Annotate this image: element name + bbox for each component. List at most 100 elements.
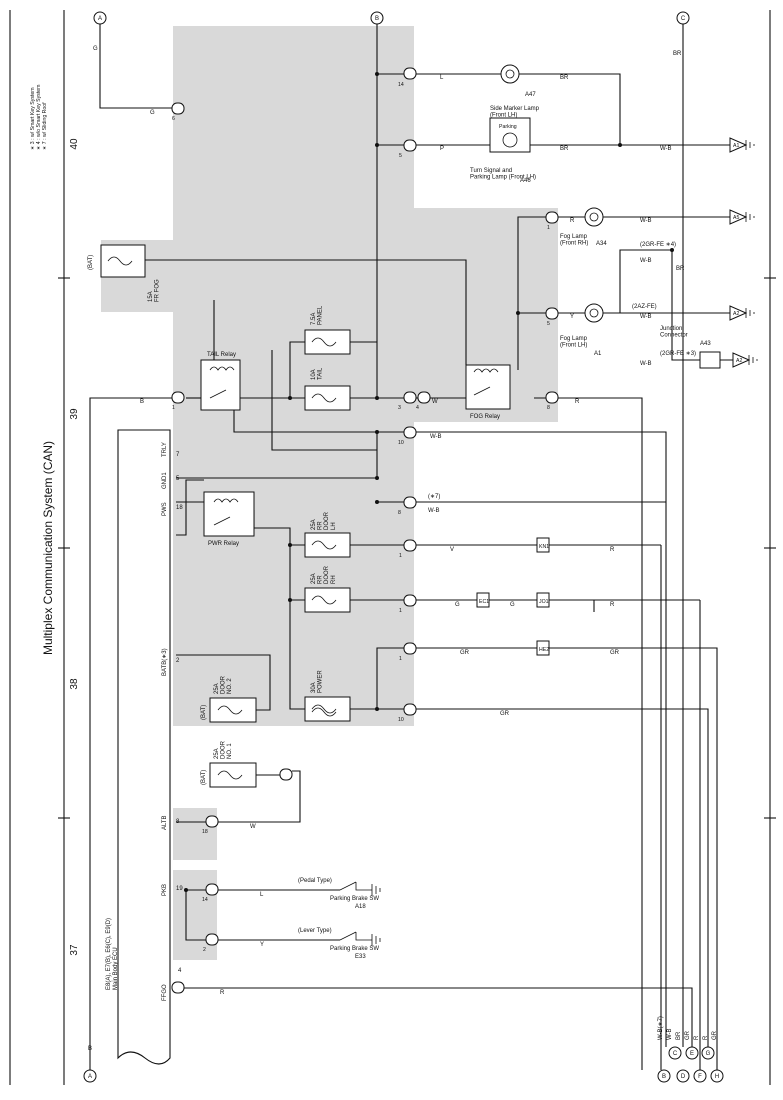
off-page-a-top: A <box>93 11 107 25</box>
svg-text:G: G <box>510 602 515 608</box>
svg-text:W: W <box>432 399 438 405</box>
svg-text:8: 8 <box>398 510 401 516</box>
jb-connector-pins: 14 5 6 1 5 8 3 4 1 10 8 1 1 1 10 18 14 2 <box>171 67 559 994</box>
svg-text:JO1: JO1 <box>539 599 549 605</box>
svg-text:L: L <box>260 892 264 898</box>
pin-connector: 8 <box>398 496 417 516</box>
svg-text:10: 10 <box>398 440 404 446</box>
ecu-pin-trly-num: 7 <box>176 452 180 458</box>
ground-a1: A1 <box>729 137 755 153</box>
svg-text:BR: BR <box>673 51 682 57</box>
svg-text:14: 14 <box>398 82 404 88</box>
svg-text:(Pedal Type): (Pedal Type) <box>298 878 332 884</box>
svg-text:R: R <box>610 602 615 608</box>
ecu-pin-ffgo-num: 4 <box>178 968 182 974</box>
svg-text:E33: E33 <box>355 954 366 960</box>
pin-connector: 10 <box>398 703 417 723</box>
connector-ec1: EC1 <box>476 592 490 608</box>
svg-text:A46: A46 <box>520 178 531 184</box>
svg-text:W-B: W-B <box>640 314 652 320</box>
pin-connector <box>279 768 293 781</box>
variant-label-gr4: (2GR-FE ∗4) <box>640 242 676 248</box>
connector-jo1: JO1 <box>536 592 550 608</box>
connector-he2: HE2 <box>536 640 550 656</box>
svg-text:L: L <box>440 75 444 81</box>
svg-text:1: 1 <box>399 608 402 614</box>
pin-connector: 1 <box>399 642 417 662</box>
fuse-door-no1: (BAT) 25ADOORNO. 1 <box>201 740 257 788</box>
svg-text:A1: A1 <box>594 351 602 357</box>
svg-text:10ATAIL: 10ATAIL <box>311 367 324 380</box>
svg-text:Y: Y <box>260 942 264 948</box>
svg-text:7.5APANEL: 7.5APANEL <box>311 305 324 325</box>
ecu-connectors: E8(A), E7(B), E6(C), E9(D) <box>106 918 112 990</box>
svg-text:25ARRDOORRH: 25ARRDOORRH <box>311 565 337 584</box>
svg-text:(Lever Type): (Lever Type) <box>298 928 332 934</box>
fuse-fr-fog: (BAT) 15AFR FOG <box>88 244 161 302</box>
lamp-a1: A1 Fog Lamp(Front LH) <box>560 303 604 357</box>
svg-text:Fog Lamp(Front LH): Fog Lamp(Front LH) <box>560 336 588 349</box>
pin-connector: 1 <box>545 211 559 231</box>
svg-text:V: V <box>450 547 454 553</box>
pin-connector: 1 <box>399 594 417 614</box>
svg-text:BR: BR <box>560 75 569 81</box>
svg-text:18: 18 <box>202 829 208 835</box>
section-number-40: 40 <box>69 138 80 150</box>
pin-connector: 1 <box>399 539 417 559</box>
off-page-g-bottom: G <box>701 1046 715 1060</box>
svg-text:D: D <box>681 1074 686 1080</box>
svg-text:R: R <box>694 1035 700 1040</box>
ecu-pin-batb-num: 2 <box>176 658 180 664</box>
svg-text:W-B: W-B <box>428 508 440 514</box>
pin-connector: 14 <box>202 883 219 903</box>
svg-text:A: A <box>88 1074 92 1080</box>
svg-text:A2: A2 <box>736 358 742 364</box>
svg-text:Parking: Parking <box>499 124 517 130</box>
svg-text:PWR Relay: PWR Relay <box>208 541 239 547</box>
svg-text:W-B: W-B <box>640 218 652 224</box>
svg-text:Fog Lamp(Front RH): Fog Lamp(Front RH) <box>560 234 588 247</box>
svg-text:(∗7): (∗7) <box>428 494 440 500</box>
svg-text:BR: BR <box>560 146 569 152</box>
ecu-pin-pws: PWS <box>162 502 168 516</box>
svg-text:15AFR FOG: 15AFR FOG <box>148 279 161 302</box>
svg-text:1: 1 <box>399 553 402 559</box>
svg-text:Multiplex Communication System: Multiplex Communication System (CAN) <box>41 441 55 655</box>
note-1: ∗ 3 : w/ Smart Key System <box>30 87 36 150</box>
svg-text:R: R <box>610 547 615 553</box>
ecu-pin-pkb: PKB <box>162 884 168 896</box>
svg-text:Y: Y <box>570 314 574 320</box>
ecu-pin-gnd1-num: 5 <box>176 476 180 482</box>
off-page-c-top: C <box>676 11 690 25</box>
off-page-c-bottom: C <box>668 1046 682 1060</box>
ground-a2-alt: A2 <box>732 352 758 368</box>
svg-text:25ADOORNO. 2: 25ADOORNO. 2 <box>214 675 233 694</box>
svg-text:25ARRDOORLH: 25ARRDOORLH <box>311 511 337 530</box>
fog-relay: FOG Relay <box>465 364 511 420</box>
ground-a5: A5 <box>729 209 755 225</box>
section-number-38: 38 <box>69 678 80 690</box>
pin-connector: 3 <box>398 391 417 411</box>
svg-text:A43: A43 <box>700 341 711 347</box>
ground-a2: A2 <box>729 305 755 321</box>
svg-text:Parking Brake SW: Parking Brake SW <box>330 946 379 952</box>
page-frame <box>9 10 776 1085</box>
ecu-pin-gnd1: GND1 <box>162 472 168 489</box>
svg-text:G: G <box>455 602 460 608</box>
note-3: ∗ 7 : w/ Sliding Roof <box>42 102 48 150</box>
fuse-power: 30APOWER <box>304 670 351 722</box>
ecu-name: Main Body ECU <box>113 947 119 990</box>
svg-text:A2: A2 <box>733 311 739 317</box>
svg-text:G: G <box>706 1051 711 1057</box>
svg-text:Side Marker Lamp(Front LH): Side Marker Lamp(Front LH) <box>490 106 540 119</box>
svg-text:R: R <box>570 218 575 224</box>
pin-connector: 6 <box>171 102 185 122</box>
svg-text:W-B: W-B <box>660 146 672 152</box>
pwr-relay: PWR Relay <box>203 491 255 547</box>
svg-text:E: E <box>690 1051 694 1057</box>
tail-relay: TAIL Relay <box>200 352 241 411</box>
off-page-a-bottom: A <box>83 1069 97 1083</box>
junction-dots <box>184 72 674 892</box>
